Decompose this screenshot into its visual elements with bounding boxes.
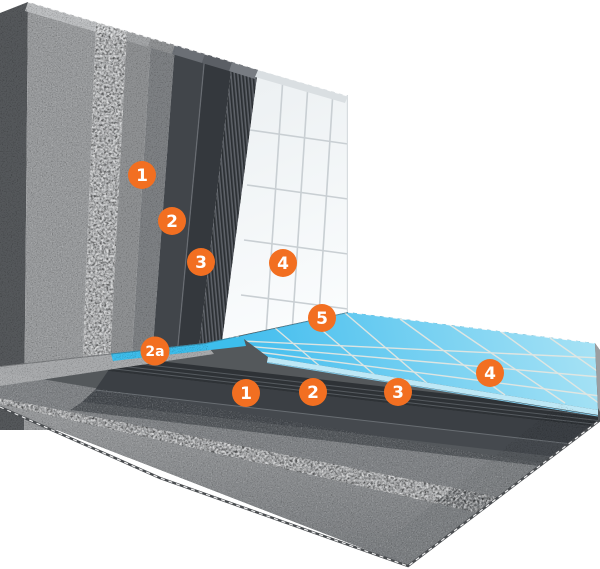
- badge-circle: [140, 336, 170, 366]
- badge-circle: [187, 248, 215, 276]
- badge-label: 2: [307, 383, 319, 403]
- badge-junction-5[interactable]: 5: [308, 304, 336, 332]
- badge-label: 4: [277, 254, 289, 274]
- wall-assembly: [0, 1, 349, 430]
- slab-top-sliver: [595, 343, 600, 412]
- badge-label: 1: [136, 166, 148, 186]
- badge-floor-4[interactable]: 4: [476, 359, 504, 387]
- badge-wall-1[interactable]: 1: [128, 161, 156, 189]
- badge-circle: [384, 378, 412, 406]
- floor-tile-edge-shadow: [266, 362, 599, 417]
- floor-tile-thickness-edge: [267, 357, 598, 415]
- floor-adhesive-ridges: [110, 360, 599, 425]
- badge-label: 3: [195, 253, 207, 273]
- floor-tile-grout: [241, 312, 598, 405]
- wall-grain-light: [24, 2, 96, 430]
- badge-floor-2[interactable]: 2: [299, 378, 327, 406]
- badge-circle: [128, 161, 156, 189]
- junction-shadows: [0, 312, 349, 367]
- badge-wall-3[interactable]: 3: [187, 248, 215, 276]
- wall-layer-membrane-2: [172, 54, 232, 410]
- badge-circle: [158, 207, 186, 235]
- badge-circle: [269, 249, 297, 277]
- wall-speckle-light: [80, 22, 127, 430]
- floor-layer-membrane-1: [95, 371, 598, 447]
- badge-circle: [232, 379, 260, 407]
- badge-floor-1[interactable]: 1: [232, 379, 260, 407]
- wall-layer-adhesive: [193, 62, 258, 400]
- silhouette-edges: [0, 311, 600, 568]
- badge-label: 1: [240, 384, 252, 404]
- floor-membrane-seam: [94, 389, 599, 448]
- badge-wall-2[interactable]: 2: [158, 207, 186, 235]
- badges: 1 2 3 4 5 2a 1 2: [128, 161, 504, 407]
- badge-corner-2a[interactable]: 2a: [140, 336, 170, 366]
- floor-assembly: [0, 312, 600, 566]
- badge-circle: [476, 359, 504, 387]
- badge-label: 5: [316, 309, 328, 329]
- badge-label: 3: [392, 383, 404, 403]
- badge-wall-4[interactable]: 4: [269, 249, 297, 277]
- badge-label: 2: [166, 212, 178, 232]
- badge-label: 4: [484, 364, 496, 384]
- badge-floor-3[interactable]: 3: [384, 378, 412, 406]
- floor-grain-light: [0, 372, 598, 566]
- floor-speckle-light: [0, 398, 575, 530]
- badge-circle: [299, 378, 327, 406]
- badge-circle: [308, 304, 336, 332]
- badge-label: 2a: [145, 344, 164, 360]
